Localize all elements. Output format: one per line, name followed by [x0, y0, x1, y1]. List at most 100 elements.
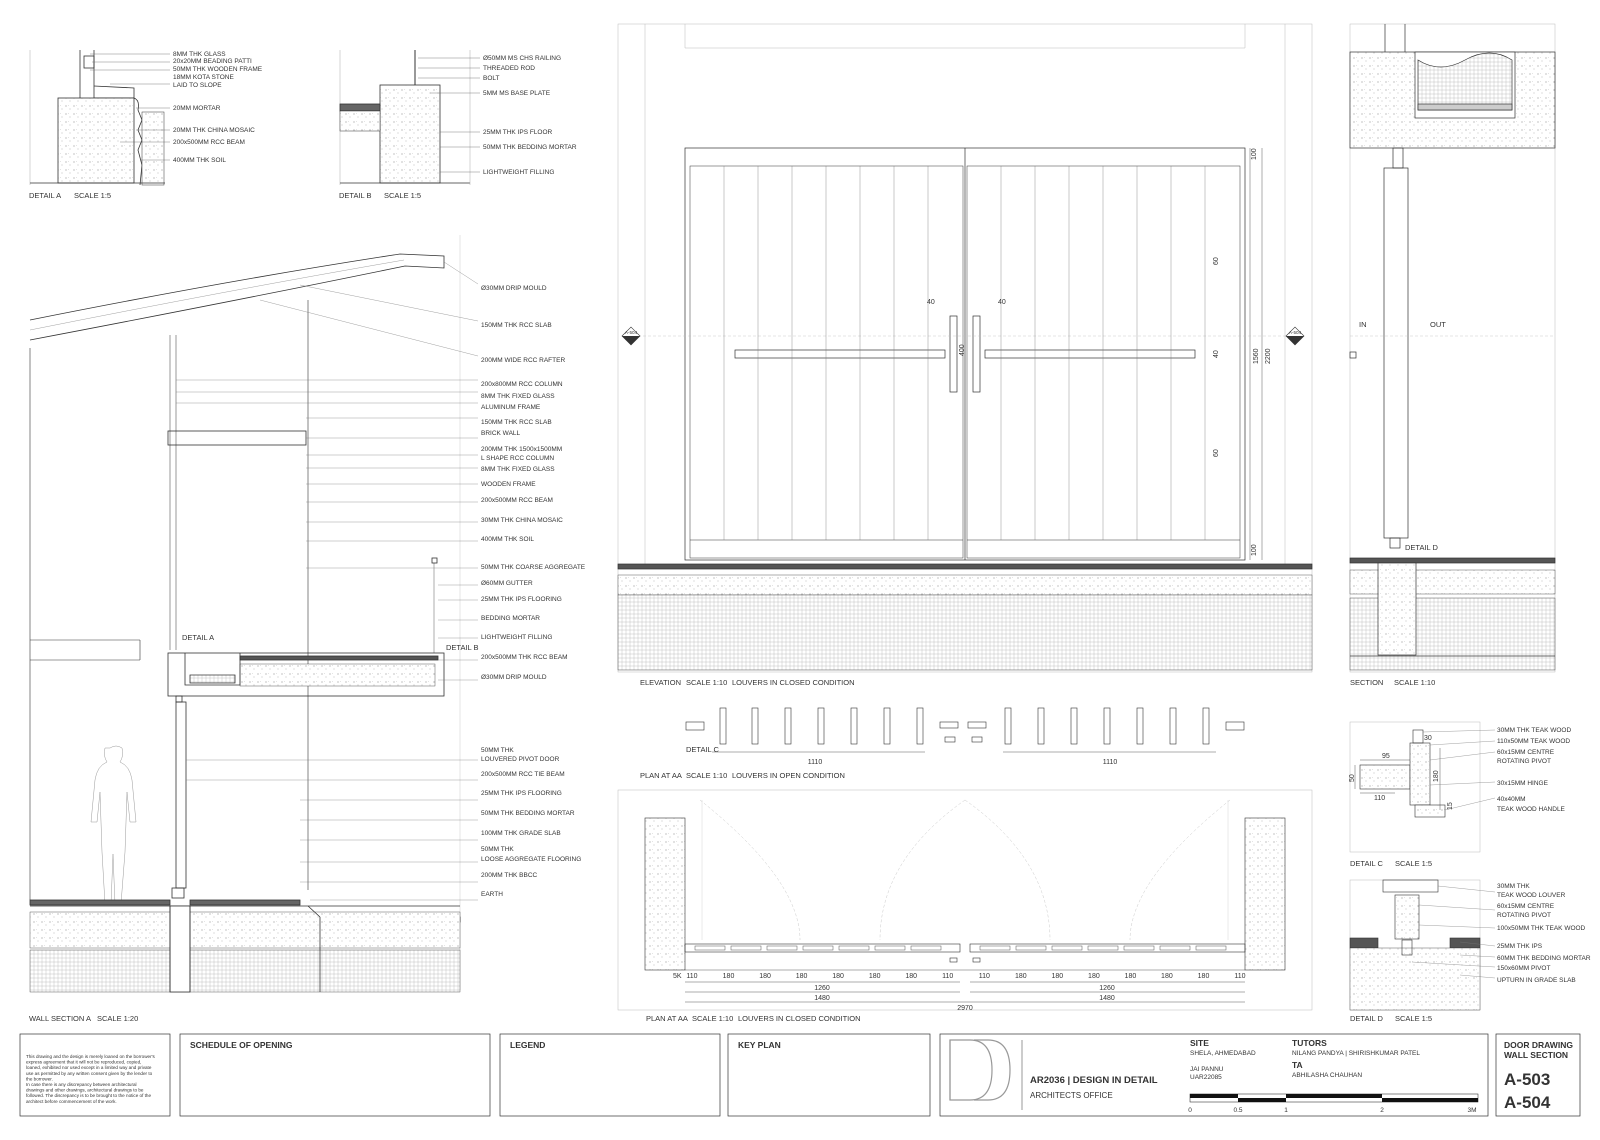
wall-section-caption: WALL SECTION A: [29, 1014, 91, 1023]
dim: 180: [869, 973, 881, 980]
dim: 40: [998, 299, 1006, 306]
title-block: [19, 1033, 1581, 1117]
dim: 2970: [957, 1005, 973, 1012]
elevation-louvers: [723, 166, 1206, 540]
open-louver: [1103, 707, 1111, 745]
note: 25MM THK IPS FLOORING: [481, 790, 562, 797]
note: 8MM THK FIXED GLASS: [481, 466, 555, 473]
open-louver: [719, 707, 727, 745]
section-drawing: [1349, 23, 1556, 673]
note: BRICK WALL: [481, 430, 521, 437]
student-id: UAR22085: [1190, 1074, 1222, 1081]
note: 150MM THK RCC SLAB: [481, 322, 552, 329]
elevation-markers: A-504 A-504: [621, 326, 1305, 346]
note: EARTH: [481, 891, 503, 898]
closed-louver: [874, 945, 906, 951]
open-louver: [1136, 707, 1144, 745]
wall-section-scale: SCALE 1:20: [97, 1014, 138, 1023]
key-plan-title: KEY PLAN: [738, 1040, 781, 1050]
note: TEAK WOOD HANDLE: [1497, 806, 1566, 813]
note: 60x15MM CENTRE: [1497, 749, 1555, 756]
ta-label: TA: [1292, 1060, 1303, 1070]
note: 200MM THK BBCC: [481, 872, 538, 879]
dim: 1260: [1099, 985, 1115, 992]
disclaimer-line: express agreement that it will not be re…: [26, 1060, 141, 1065]
open-louver: [1004, 707, 1012, 745]
note: 25MM THK IPS FLOOR: [483, 129, 553, 136]
dim: 180: [1088, 973, 1100, 980]
detail-c-scale: SCALE 1:5: [1395, 859, 1432, 868]
closed-louver: [802, 945, 834, 951]
detail-d-scale: SCALE 1:5: [1395, 1014, 1432, 1023]
detail-b-caption: DETAIL B: [339, 191, 372, 200]
elevation-scale: SCALE 1:10: [686, 678, 727, 687]
wall-section-drawing: [29, 235, 461, 993]
note: Ø50MM MS CHS RAILING: [483, 55, 561, 62]
closed-louver: [1087, 945, 1119, 951]
dim: 5K: [673, 973, 682, 980]
note: 20MM MORTAR: [173, 105, 221, 112]
note: 50MM THK: [481, 747, 514, 754]
note: 200x500MM RCC BEAM: [173, 139, 245, 146]
site-label: SITE: [1190, 1038, 1209, 1048]
disclaimer-line: In case there is any discrepancy between…: [26, 1082, 137, 1087]
note: 30x15MM HINGE: [1497, 780, 1549, 787]
note: LIGHTWEIGHT FILLING: [481, 634, 552, 641]
dim: 110: [942, 973, 953, 980]
dim: 60: [1213, 257, 1220, 265]
note: 50MM THK COARSE AGGREGATE: [481, 564, 586, 571]
open-louver: [883, 707, 891, 745]
note: 100x50MM THK TEAK WOOD: [1497, 925, 1586, 932]
note: ALUMINUM FRAME: [481, 404, 541, 411]
note: 50MM THK WOODEN FRAME: [173, 66, 263, 73]
dim: 110: [979, 973, 990, 980]
disclaimer-line: This drawing and the design is merely lo…: [26, 1054, 156, 1059]
detail-a-leaders: [90, 53, 170, 161]
disclaimer-line: loaned, exhibited nor used except in a l…: [26, 1065, 152, 1070]
sheet-number-2: A-504: [1504, 1093, 1551, 1112]
wall-section-leaders: [176, 261, 479, 901]
ta-value: ABHILASHA CHAUHAN: [1292, 1072, 1362, 1079]
dim: 110: [1374, 795, 1385, 802]
plan-open-condition: LOUVERS IN OPEN CONDITION: [732, 771, 845, 780]
note: WOODEN FRAME: [481, 481, 536, 488]
note: 200x500MM THK RCC BEAM: [481, 654, 568, 661]
open-louver: [817, 707, 825, 745]
scale-tick: 2: [1380, 1107, 1384, 1114]
note: 100MM THK GRADE SLAB: [481, 830, 561, 837]
disclaimer-line: the borrower.: [26, 1076, 53, 1081]
open-louver: [916, 707, 924, 745]
note: LIGHTWEIGHT FILLING: [483, 169, 554, 176]
note: 5MM MS BASE PLATE: [483, 90, 551, 97]
elevation-drawing: [617, 23, 1313, 673]
note: 50MM THK BEDDING MORTAR: [483, 144, 577, 151]
note: 150x60MM PIVOT: [1497, 965, 1550, 972]
closed-louver: [910, 945, 942, 951]
dim: 1560: [1253, 348, 1260, 364]
note: 30MM THK CHINA MOSAIC: [481, 517, 563, 524]
closed-louver: [1015, 945, 1047, 951]
note: 30MM THK TEAK WOOD: [1497, 727, 1571, 734]
dim: 180: [1051, 973, 1063, 980]
scale-tick: 0: [1188, 1107, 1192, 1114]
note: 150MM THK RCC SLAB: [481, 419, 552, 426]
scale-tick: 0.5: [1233, 1107, 1242, 1114]
dim: 180: [1125, 973, 1137, 980]
detail-d-caption: DETAIL D: [1350, 1014, 1384, 1023]
note: 200MM THK 1500x1500MM: [481, 446, 562, 453]
detail-b-scale: SCALE 1:5: [384, 191, 421, 200]
note: Ø30MM DRIP MOULD: [481, 674, 547, 681]
elevation-caption: ELEVATION: [640, 678, 681, 687]
detail-a-scale: SCALE 1:5: [74, 191, 111, 200]
note: UPTURN IN GRADE SLAB: [1497, 977, 1576, 984]
note: 200x500MM RCC BEAM: [481, 497, 553, 504]
detail-b-drawing: [339, 50, 471, 185]
dim: 1260: [814, 985, 830, 992]
plan-closed-drawing: [617, 789, 1313, 1011]
elevation-dims: 40 40 400 100 60 40 60 100 1560 2200: [927, 148, 1272, 556]
dd-logo: [949, 1039, 1011, 1101]
dim: 180: [1198, 973, 1210, 980]
note: L SHAPE RCC COLUMN: [481, 455, 554, 462]
closed-louver: [694, 945, 726, 951]
dim: 180: [796, 973, 808, 980]
